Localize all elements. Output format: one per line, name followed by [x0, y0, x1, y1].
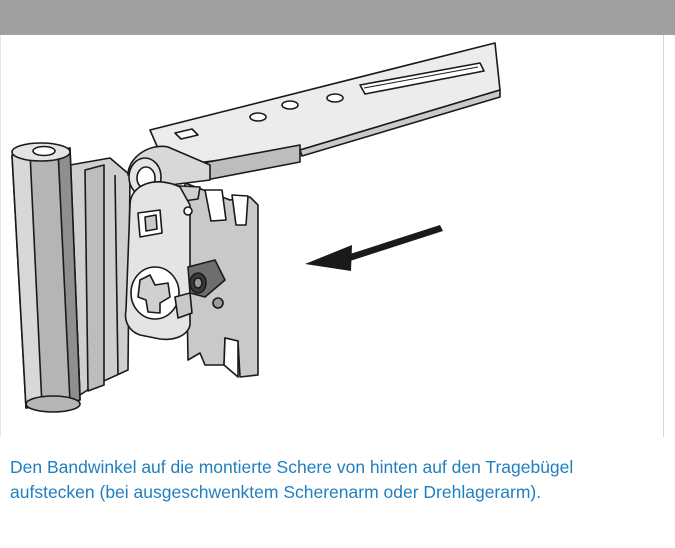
hinge-illustration	[11, 42, 501, 413]
angle-bracket	[124, 181, 193, 341]
scissor-arm	[149, 42, 501, 181]
header-bar	[0, 0, 675, 35]
hinge-barrel	[11, 142, 81, 413]
hinge-plate	[69, 157, 131, 396]
direction-arrow	[305, 225, 443, 271]
bolt	[187, 259, 226, 298]
figure-frame	[0, 35, 664, 437]
instruction-caption: Den Bandwinkel auf die montierte Schere …	[10, 457, 574, 502]
